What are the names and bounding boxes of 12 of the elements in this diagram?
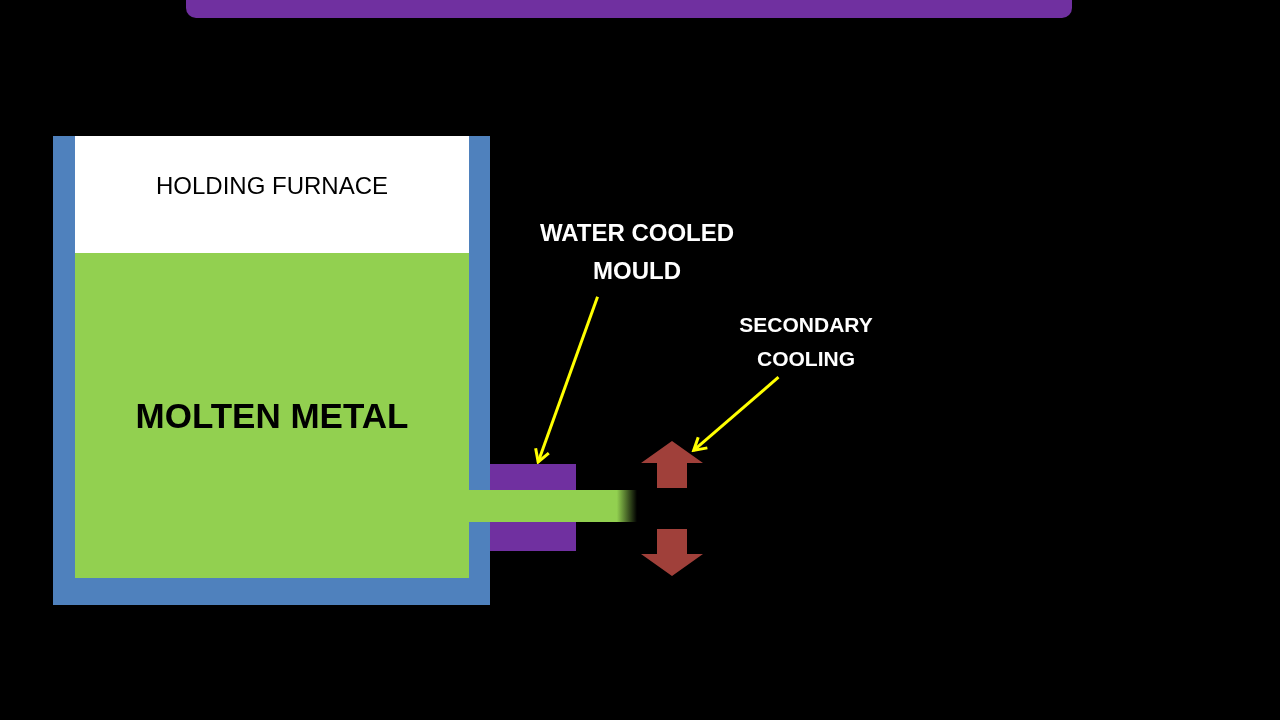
leader-line xyxy=(534,296,599,464)
furnace-vessel xyxy=(53,136,490,605)
metal-strand xyxy=(469,490,637,522)
furnace-label: HOLDING FURNACE xyxy=(156,172,388,201)
callout-label: WATER COOLED MOULD xyxy=(521,214,753,291)
mould-block xyxy=(490,464,576,490)
callout-label: SECONDARY COOLING xyxy=(720,308,892,376)
molten-metal-pool: MOLTEN METAL xyxy=(75,253,469,578)
up-arrow-icon xyxy=(641,441,703,488)
mould-block xyxy=(490,522,576,551)
leader-line xyxy=(692,376,780,452)
down-arrow-icon xyxy=(641,529,703,576)
